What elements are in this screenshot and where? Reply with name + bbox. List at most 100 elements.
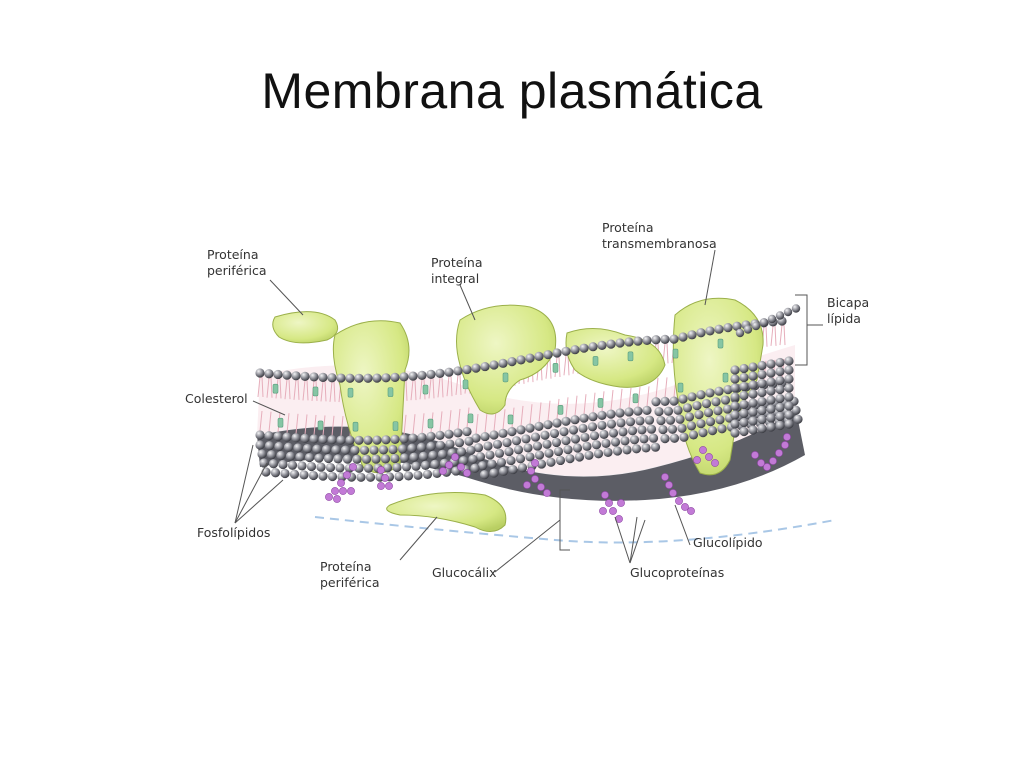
phospholipid-head bbox=[352, 454, 362, 464]
cholesterol-molecule bbox=[502, 372, 509, 383]
membrane-diagram: Proteína periférica Proteína integral Pr… bbox=[175, 205, 895, 615]
phospholipid-head bbox=[276, 450, 286, 461]
phospholipid-head bbox=[408, 371, 418, 381]
phospholipid-head bbox=[506, 455, 516, 466]
phospholipid-head bbox=[299, 470, 309, 480]
phospholipid-head bbox=[363, 463, 374, 473]
phospholipid-head bbox=[669, 334, 679, 344]
phospholipid-head bbox=[388, 444, 398, 455]
cholesterol-molecule bbox=[597, 398, 604, 408]
phospholipid-head bbox=[599, 429, 609, 439]
phospholipid-head bbox=[430, 459, 440, 470]
phospholipid-head bbox=[783, 307, 793, 317]
phospholipid-head bbox=[345, 435, 355, 445]
phospholipid-head bbox=[658, 425, 668, 435]
phospholipid-head bbox=[417, 370, 427, 380]
sugar-residue bbox=[343, 471, 351, 479]
phospholipid-head bbox=[454, 438, 465, 448]
phospholipid-head bbox=[775, 311, 785, 320]
phospholipid-head bbox=[766, 368, 776, 378]
phospholipid-head bbox=[401, 462, 412, 472]
sugar-residue bbox=[349, 463, 357, 471]
phospholipid-head bbox=[309, 434, 319, 444]
phospholipid-head bbox=[584, 450, 594, 460]
phospholipid-head bbox=[408, 433, 418, 443]
phospholipid-head bbox=[304, 452, 315, 463]
phospholipid-head bbox=[641, 443, 651, 453]
phospholipid-head bbox=[574, 452, 585, 462]
phospholipid-head bbox=[723, 323, 733, 333]
phospholipid-head bbox=[561, 346, 571, 356]
phospholipid-head bbox=[766, 359, 776, 369]
phospholipid-head bbox=[285, 451, 296, 461]
phospholipid-head bbox=[365, 472, 376, 482]
phospholipid-head bbox=[302, 443, 313, 454]
phospholipid-head bbox=[534, 421, 544, 432]
sugar-residue bbox=[617, 499, 625, 507]
phospholipid-head bbox=[665, 415, 676, 425]
phospholipid-head bbox=[390, 372, 400, 382]
sugar-residue bbox=[675, 497, 683, 505]
phospholipid-head bbox=[458, 456, 469, 466]
phospholipid-head bbox=[359, 445, 370, 455]
phospholipid-head bbox=[686, 421, 697, 431]
phospholipid-head bbox=[403, 471, 414, 481]
phospholipid-head bbox=[551, 437, 562, 448]
phospholipid-head bbox=[561, 436, 571, 446]
phospholipid-head bbox=[255, 368, 265, 378]
sugar-residue bbox=[333, 495, 341, 503]
phospholipid-head bbox=[694, 410, 704, 420]
phospholipid-head bbox=[730, 410, 740, 420]
phospholipid-head bbox=[775, 366, 785, 377]
sugar-residue bbox=[687, 507, 695, 515]
phospholipid-head bbox=[306, 461, 317, 472]
phospholipid-head bbox=[507, 427, 517, 437]
phospholipid-head bbox=[475, 452, 486, 462]
phospholipid-head bbox=[705, 326, 715, 336]
phospholipid-head bbox=[739, 390, 749, 401]
phospholipid-head bbox=[382, 463, 393, 473]
sugar-residue bbox=[451, 453, 459, 461]
phospholipid-head bbox=[791, 304, 801, 313]
phospholipid-head bbox=[646, 424, 657, 434]
phospholipid-head bbox=[713, 406, 723, 416]
phospholipid-head bbox=[588, 412, 598, 422]
label-colesterol: Colesterol bbox=[185, 391, 248, 406]
phospholipid-head bbox=[705, 388, 715, 398]
phospholipid-head bbox=[757, 423, 767, 434]
phospholipid-head bbox=[300, 371, 310, 381]
sugar-residue bbox=[537, 483, 545, 491]
sugar-residue bbox=[377, 466, 385, 474]
phospholipid-head bbox=[720, 395, 731, 405]
phospholipid-head bbox=[513, 445, 524, 455]
phospholipid-head bbox=[542, 439, 552, 449]
phospholipid-head bbox=[399, 453, 410, 463]
phospholipid-head bbox=[717, 424, 727, 434]
phospholipid-head bbox=[354, 373, 364, 383]
phospholipid-head bbox=[757, 396, 767, 407]
phospholipid-head bbox=[748, 416, 758, 426]
phospholipid-head bbox=[730, 419, 740, 429]
phospholipid-head bbox=[775, 384, 785, 395]
phospholipid-head bbox=[715, 415, 725, 425]
phospholipid-head bbox=[381, 435, 391, 445]
phospholipid-head bbox=[309, 372, 319, 382]
phospholipid-head bbox=[775, 402, 785, 413]
phospholipid-head bbox=[637, 425, 647, 435]
phospholipid-head bbox=[669, 433, 680, 443]
sugar-residue bbox=[699, 446, 707, 454]
phospholipid-head bbox=[775, 411, 785, 422]
phospholipid-head bbox=[675, 414, 685, 424]
cholesterol-molecule bbox=[347, 387, 354, 398]
phospholipid-head bbox=[283, 442, 294, 452]
phospholipid-head bbox=[525, 353, 535, 363]
phospholipid-head bbox=[489, 430, 499, 440]
phospholipid-head bbox=[544, 448, 554, 458]
phospholipid-head bbox=[793, 414, 803, 424]
phospholipid-head bbox=[587, 422, 598, 432]
phospholipid-head bbox=[399, 434, 409, 444]
cholesterol-molecule bbox=[317, 420, 324, 431]
phospholipid-head bbox=[496, 457, 507, 467]
phospholipid-head bbox=[480, 361, 490, 372]
phospholipid-head bbox=[418, 451, 429, 461]
